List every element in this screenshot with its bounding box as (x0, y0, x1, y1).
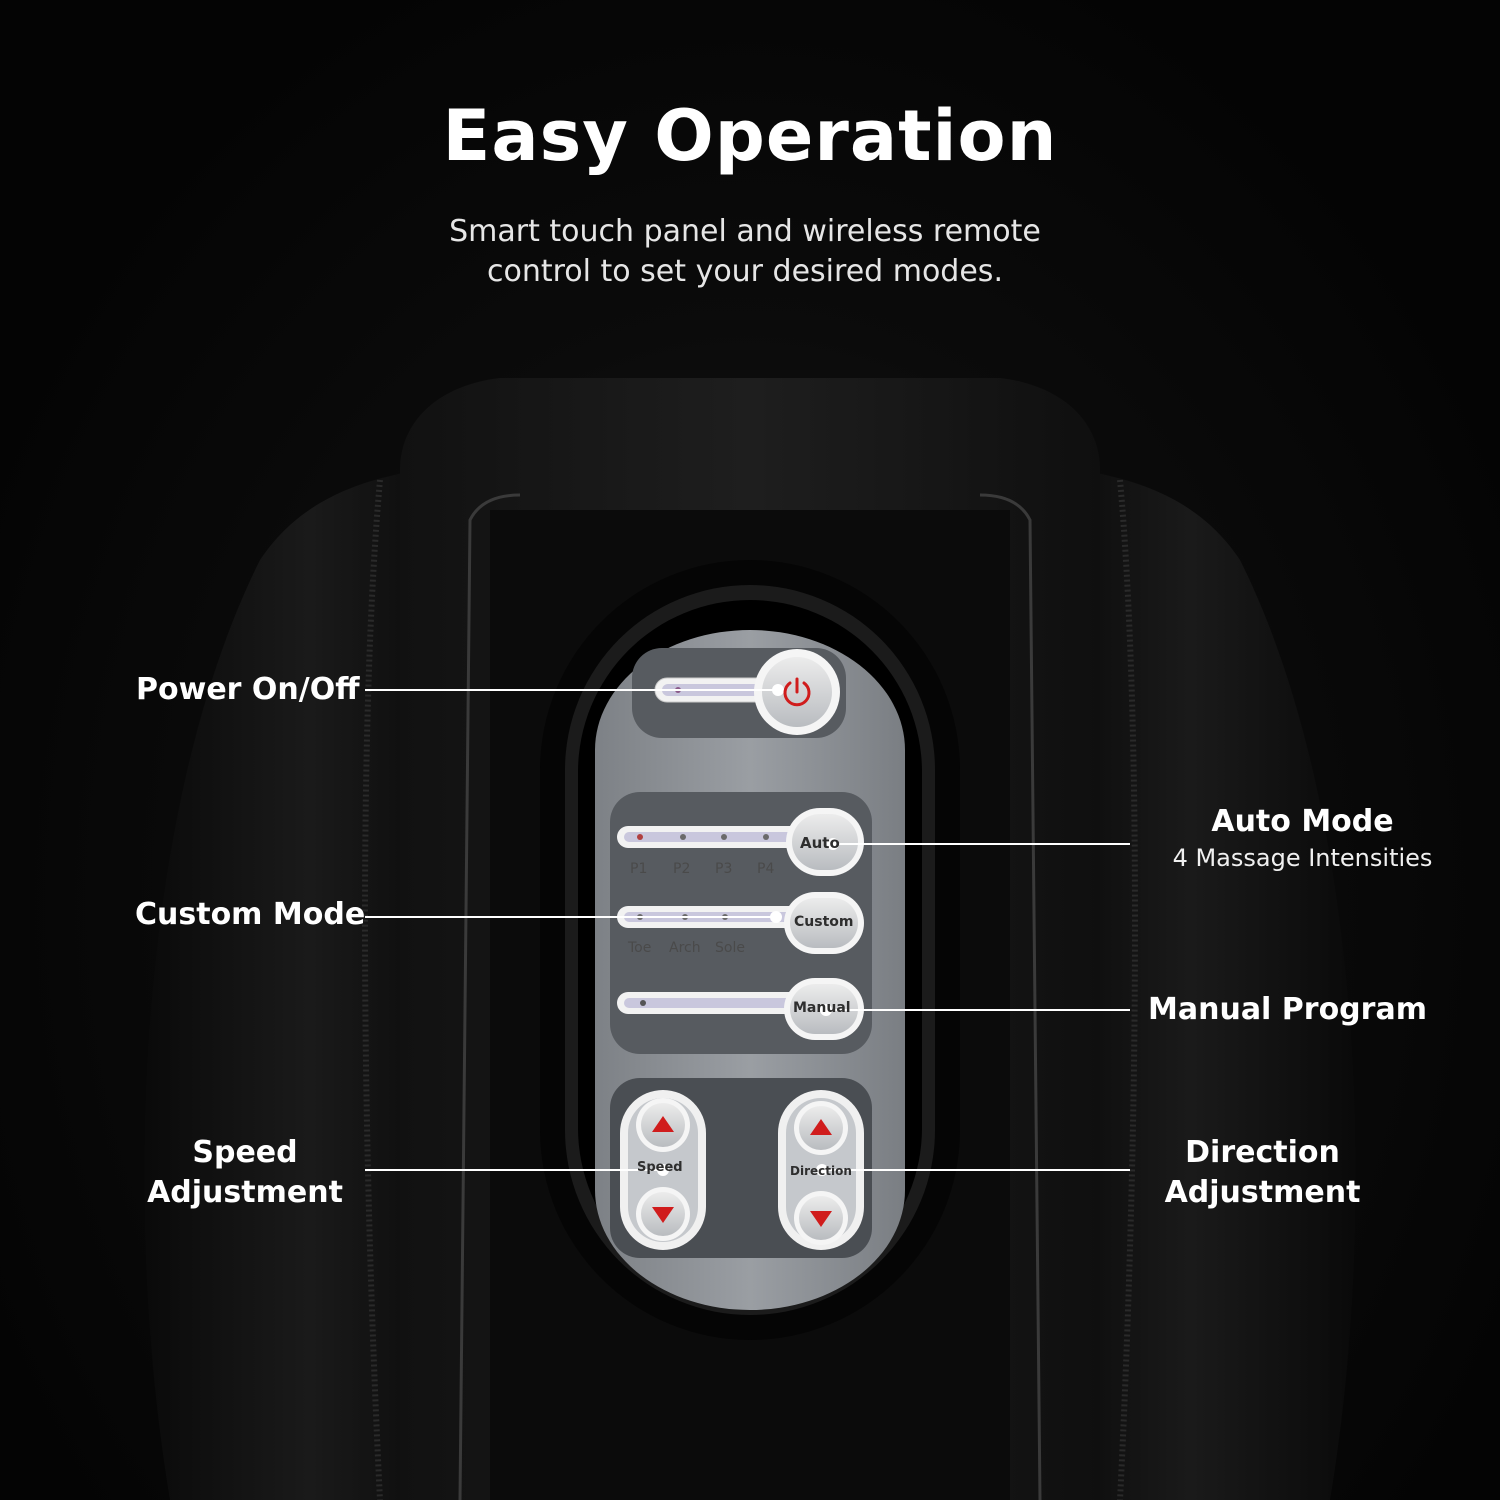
custom-zone-label: Sole (715, 940, 745, 956)
page-title: Easy Operation (442, 95, 1058, 177)
callout-lines (365, 684, 1130, 1176)
direction-callout: Direction Adjustment (1140, 1133, 1385, 1213)
left-cushion (144, 470, 420, 1500)
arrow-down-icon[interactable] (808, 1208, 834, 1230)
arrow-down-icon[interactable] (650, 1204, 676, 1226)
power-callout: Power On/Off (136, 672, 360, 707)
custom-zone-label: Toe (628, 940, 652, 956)
auto-level-label: P1 (630, 861, 648, 877)
manual-program-callout: Manual Program (1148, 992, 1427, 1027)
callout-title: Auto Mode (1211, 804, 1394, 839)
power-icon[interactable] (778, 673, 816, 711)
speed-label: Speed (637, 1160, 683, 1175)
auto-button[interactable]: Auto (800, 834, 840, 852)
right-cushion (1080, 470, 1356, 1500)
subtitle-line: control to set your desired modes. (487, 254, 1003, 289)
callout-line: Adjustment (147, 1175, 343, 1210)
auto-level-label: P2 (673, 861, 691, 877)
auto-level-label: P4 (757, 861, 775, 877)
speed-callout: Speed Adjustment (125, 1133, 365, 1213)
auto-mode-callout: Auto Mode 4 Massage Intensities (1160, 802, 1445, 874)
callout-line: Speed (192, 1135, 298, 1170)
callout-line: Direction (1185, 1135, 1340, 1170)
callout-subtitle: 4 Massage Intensities (1172, 844, 1433, 872)
custom-zone-label: Arch (669, 940, 701, 956)
subtitle-line: Smart touch panel and wireless remote (449, 214, 1041, 249)
custom-button[interactable]: Custom (794, 914, 854, 930)
manual-button[interactable]: Manual (793, 1000, 851, 1016)
callout-line: Adjustment (1164, 1175, 1361, 1210)
auto-level-label: P3 (715, 861, 733, 877)
direction-label: Direction (790, 1164, 852, 1178)
arrow-up-icon[interactable] (808, 1116, 834, 1138)
arrow-up-icon[interactable] (650, 1113, 676, 1135)
page-subtitle: Smart touch panel and wireless remote co… (400, 212, 1090, 292)
custom-mode-callout: Custom Mode (135, 897, 366, 932)
